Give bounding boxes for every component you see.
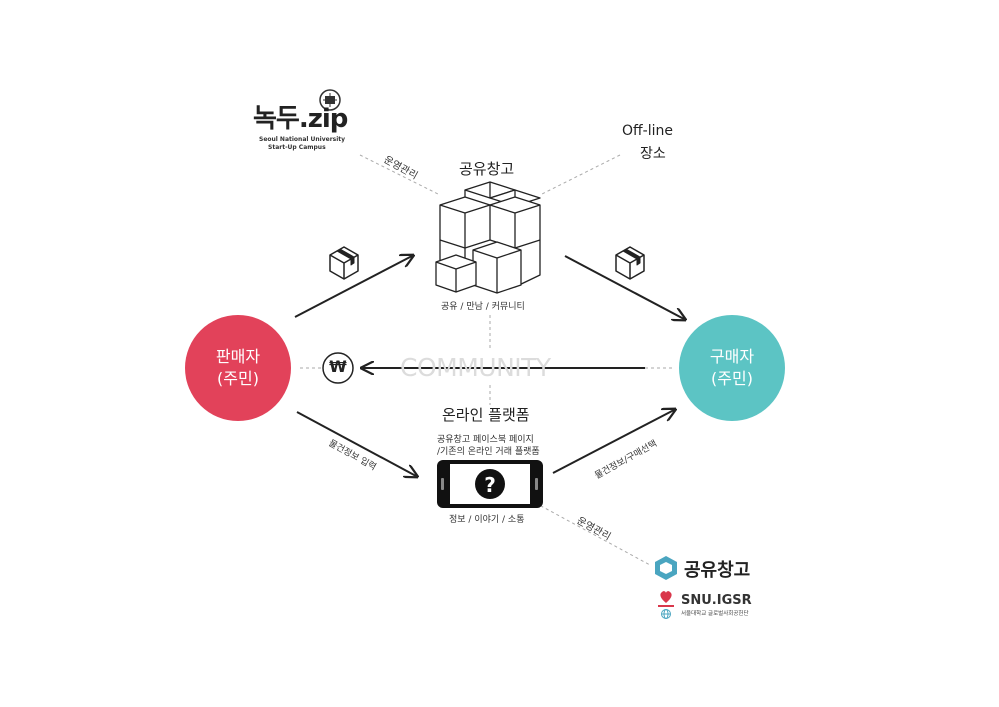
platform-caption: 정보 / 이야기 / 소통 bbox=[449, 515, 525, 525]
buyer-node: 구매자 (주민) bbox=[679, 315, 785, 421]
won-icon bbox=[322, 352, 354, 384]
seller-label: 판매자 bbox=[215, 347, 261, 366]
box-icon bbox=[615, 246, 645, 280]
seller-node: 판매자 (주민) bbox=[185, 315, 291, 421]
globe-icon bbox=[661, 609, 671, 619]
flow-arrows bbox=[294, 255, 684, 476]
warehouse-title: 공유창고 bbox=[459, 160, 515, 178]
question-mark: ? bbox=[484, 473, 496, 497]
arrow-seller-to-platform bbox=[296, 411, 416, 476]
igsr-logo-text: SNU.IGSR bbox=[681, 593, 752, 608]
arrow-warehouse-to-buyer bbox=[564, 255, 684, 319]
dashed-connectors bbox=[300, 154, 675, 566]
arrow-platform-to-buyer bbox=[552, 410, 674, 474]
warehouse-logo-cube-icon bbox=[655, 556, 677, 580]
platform-sub1: 공유창고 페이스북 페이지 bbox=[437, 435, 534, 445]
dashed-line-offline bbox=[539, 154, 621, 196]
logo-line2: Start-Up Campus bbox=[268, 144, 326, 151]
arrow-seller-to-warehouse bbox=[294, 256, 412, 318]
offline-line2: 장소 bbox=[640, 146, 666, 162]
heart-icon bbox=[658, 591, 674, 607]
platform-title: 온라인 플랫폼 bbox=[442, 406, 530, 424]
community-label: COMMUNITY bbox=[400, 353, 551, 382]
phone-icon bbox=[437, 460, 543, 508]
igsr-caption: 서울대학교 글로벌사회공헌단 bbox=[681, 611, 749, 617]
won-symbol: ₩ bbox=[329, 357, 347, 376]
buyer-label: 구매자 bbox=[709, 347, 755, 366]
offline-line1: Off-line bbox=[622, 123, 673, 139]
dashed-line-bottom-mgmt bbox=[529, 499, 651, 566]
logo-name: 녹두.zip bbox=[253, 104, 348, 134]
cube-stack-icon bbox=[435, 181, 541, 294]
brand-logo-text: 공유창고 bbox=[684, 560, 751, 581]
buyer-sublabel: (주민) bbox=[711, 369, 753, 388]
box-icon bbox=[329, 246, 359, 280]
logo-line1: Seoul National University bbox=[259, 136, 346, 143]
snu-emblem-icon bbox=[319, 89, 341, 111]
dashed-line-logo bbox=[359, 154, 441, 196]
platform-sub2: /기존의 온라인 거래 플랫폼 bbox=[437, 447, 540, 457]
warehouse-caption: 공유 / 만남 / 커뮤니티 bbox=[441, 302, 525, 312]
seller-sublabel: (주민) bbox=[217, 369, 259, 388]
